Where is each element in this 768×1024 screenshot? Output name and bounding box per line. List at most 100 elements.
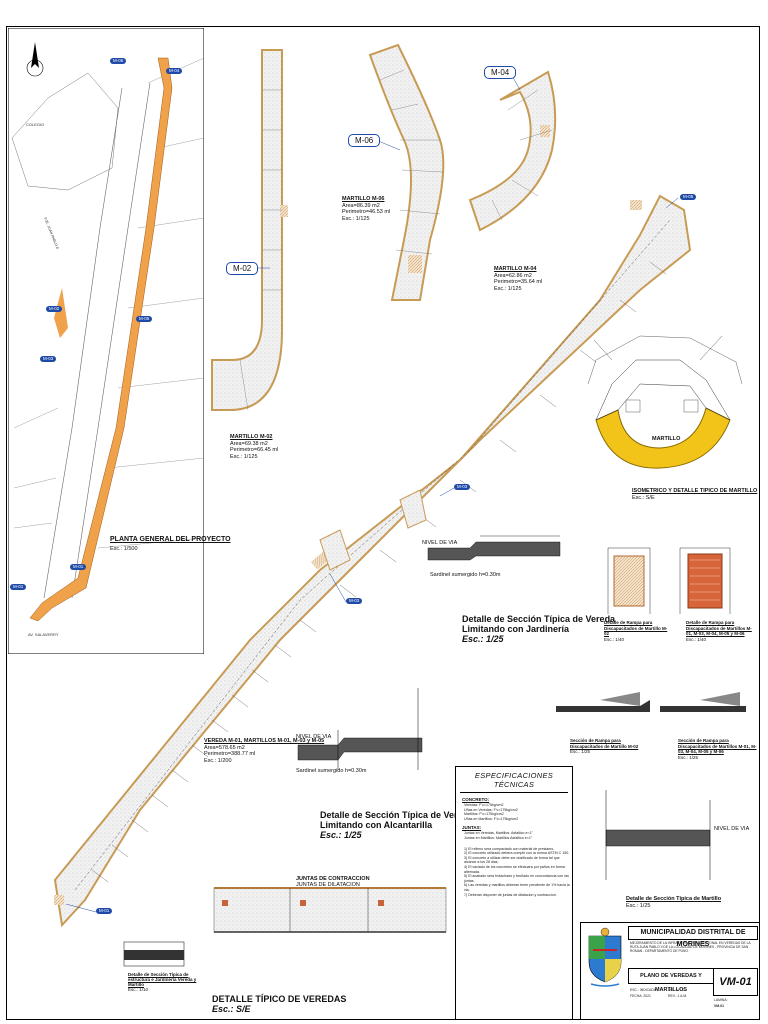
vereda-title: VEREDA M-01, MARTILLOS M-01, M-03 y M-05 (204, 738, 325, 744)
jardineria-scale: Esc.: 1/25 (462, 634, 504, 644)
m02-scale: Esc.: 1/125 (230, 453, 258, 460)
plan-title: PLANO DE VEREDAS Y MARTILLOS (628, 968, 714, 993)
tb-field: FECHA: 2021 (630, 994, 651, 998)
tb-field: ESC.: INDICADA (630, 988, 656, 992)
keyplan-scale: Esc.: 1/500 (110, 546, 138, 552)
ramp-plan-m01 (679, 547, 731, 614)
specifications-panel: ESPECIFICACIONES TÉCNICAS CONCRETO: Vere… (455, 766, 573, 1020)
vereda-perim: Perimetro=388.77 ml (204, 751, 256, 757)
typical-title: DETALLE TÍPICO DE VEREDAS (212, 994, 347, 1004)
veredas-typical-drawing (213, 887, 447, 933)
structure-title: Detalle de Sección Típica de estructura … (128, 972, 197, 987)
isometric-scale: Esc.: S/E (632, 494, 655, 501)
keyplan-tag-m05[interactable]: M-05 (136, 316, 153, 322)
m04-scale: Esc.: 1/125 (494, 285, 522, 292)
structure-title-block: Detalle de Sección Típica de estructura … (128, 972, 200, 994)
tag-m06[interactable]: M-06 (348, 134, 381, 147)
specs-concreto-line: Uñas en Martillos: F'c=175kg/cm2 (464, 816, 519, 821)
jardineria-title-2: Limitando con Jardinería (462, 624, 570, 634)
m06-title: MARTILLO M-06 (342, 196, 385, 202)
m06-scale: Esc.: 1/125 (342, 215, 370, 222)
svg-text:AV. SALAVERRY: AV. SALAVERRY (28, 632, 59, 637)
rampa4-scale: Esc.: 1/25 (678, 754, 699, 760)
municipality-logo (588, 927, 622, 987)
specs-note: 4) El vaciado de los concretos se efectu… (464, 864, 565, 874)
keyplan-tag-m01b[interactable]: M-01 (10, 584, 27, 590)
m06-area: Area=86.39 m2 (342, 202, 380, 209)
m04-label-block: MARTILLO M-04 Area=62.86 m2 Perimetro=35… (494, 266, 542, 292)
project-description: MEJORAMIENTO DE LA INFRAESTRUCTURA PEATO… (630, 941, 751, 953)
isometric-label-block: ISOMETRICO Y DETALLE TIPICO DE MARTILLO … (632, 488, 757, 501)
rampa2-title: Detalle de Rampa para Discapacitados de … (686, 620, 752, 636)
tag-m02[interactable]: M-02 (226, 262, 259, 275)
sheet-code: VM-01 (713, 968, 758, 996)
svg-text:COLEGIO: COLEGIO (26, 122, 44, 127)
isometric-title: ISOMETRICO Y DETALLE TIPICO DE MARTILLO (632, 488, 758, 494)
specs-heading: ESPECIFICACIONES TÉCNICAS (474, 771, 554, 789)
m02-title: MARTILLO M-02 (230, 434, 273, 440)
typical-title-block: DETALLE TÍPICO DE VEREDAS Esc.: S/E (212, 994, 346, 1014)
keyplan-tag-m02[interactable]: M-02 (46, 306, 63, 312)
structure-drawing (123, 941, 185, 967)
m04-perim: Perimetro=35.64 ml (494, 279, 543, 285)
tb-field: VM-01 (714, 1004, 724, 1008)
m04-title: MARTILLO M-04 (494, 266, 537, 272)
martillo-section-scale: Esc.: 1/25 (626, 902, 651, 909)
vereda-scale: Esc.: 1/200 (204, 757, 232, 764)
specs-juntas-line: Juntas en Martillos: Martillos Asfaltico… (464, 835, 533, 840)
martillo-section-title-block: Detalle de Sección Típica de Martillo Es… (626, 896, 721, 909)
m06-label-block: MARTILLO M-06 Area=86.39 m2 Perimetro=46… (342, 196, 390, 222)
keyplan-tag-m01a[interactable]: M-01 (70, 564, 87, 570)
m04-area: Area=62.86 m2 (494, 272, 532, 279)
ramp-plan-m02 (607, 547, 651, 614)
specs-note: 7) Deberan disponer de juntas de dilatac… (464, 892, 557, 897)
specs-note: 1) El relleno sera compactado con materi… (464, 846, 555, 851)
specs-concreto-line: Martillos: F'c=175kg/cm2 (464, 812, 504, 817)
specs-concreto-line: Veredas: F'c=175kg/cm2 (464, 803, 504, 807)
tag-m01-mid[interactable]: M-03 (454, 484, 471, 490)
m02-perim: Perimetro=66.45 ml (230, 447, 279, 453)
section-martillo-drawing (605, 790, 711, 880)
section-alcantarilla-drawing (297, 688, 423, 770)
tag-m05[interactable]: M-05 (680, 194, 697, 200)
rampa2-title-block: Detalle de Rampa para Discapacitados de … (686, 620, 756, 643)
tb-field: DIB.: V.T.C. (668, 988, 686, 992)
tag-m04[interactable]: M-04 (484, 66, 517, 79)
tag-m03[interactable]: M-03 (346, 598, 363, 604)
drawing-sheet (6, 26, 760, 1020)
specs-juntas-line: Juntas en Veredas, Martillos: Asfaltico … (464, 831, 533, 836)
tb-field: REV.: J.A.M. (668, 994, 688, 998)
rampa3-title: Sección de Rampa para Discapacitados de … (570, 738, 639, 749)
keyplan-tag-m06[interactable]: M-06 (110, 58, 127, 64)
typical-junta2-label: JUNTAS DE DILATACION (296, 882, 360, 888)
alcantarilla-nivel-label: NIVEL DE VIA (296, 734, 332, 740)
tb-field: LAMINA: (714, 998, 728, 1002)
tag-m01[interactable]: M-01 (96, 908, 113, 914)
typical-scale: Esc.: S/E (212, 1004, 251, 1014)
m02-area: Area=69.38 m2 (230, 440, 268, 447)
specs-juntas-heading: JUNTAS: (462, 825, 482, 831)
jardineria-title-1: Detalle de Sección Típica de Vereda (462, 614, 616, 624)
rampa1-scale: Esc.: 1/40 (604, 636, 625, 642)
specs-note: 2) El concreto utilizado debera cumplir … (464, 851, 570, 856)
structure-scale: Esc.: 1/10 (128, 987, 149, 992)
isometric-center-label: MARTILLO (652, 436, 681, 442)
rampa3-scale: Esc.: 1/25 (570, 749, 591, 754)
m02-label-block: MARTILLO M-02 Area=69.38 m2 Perimetro=66… (230, 434, 278, 460)
keyplan-title: PLANTA GENERAL DEL PROYECTO (110, 536, 231, 543)
m06-perim: Perimetro=46.53 ml (342, 209, 391, 215)
key-plan: COLEGIO AV. SALAVERRY PJE. JUAN PABLO II (8, 28, 204, 654)
alcantarilla-title-block: Detalle de Sección Típica de Vereda Limi… (320, 810, 473, 840)
alcantarilla-scale: Esc.: 1/25 (320, 830, 362, 840)
rampa2-scale: Esc.: 1/40 (686, 636, 707, 642)
section-jardineria-drawing (427, 535, 561, 561)
specs-concreto-line: Uñas en Veredas: F'c=175kg/cm2 (464, 807, 518, 812)
rampa3-title-block: Sección de Rampa para Discapacitados de … (570, 738, 650, 756)
specs-concreto-heading: CONCRETO: (462, 797, 490, 802)
jardineria-sardinel-label: Sardinel sumergido h=0.30m (430, 572, 501, 578)
keyplan-tag-m03[interactable]: M-03 (40, 356, 57, 362)
keyplan-tag-m04[interactable]: M-04 (166, 68, 183, 74)
rampa1-title: Detalle de Rampa para Discapacitados de … (604, 620, 668, 636)
jardineria-title-block: Detalle de Sección Típica de Vereda Limi… (462, 614, 615, 644)
